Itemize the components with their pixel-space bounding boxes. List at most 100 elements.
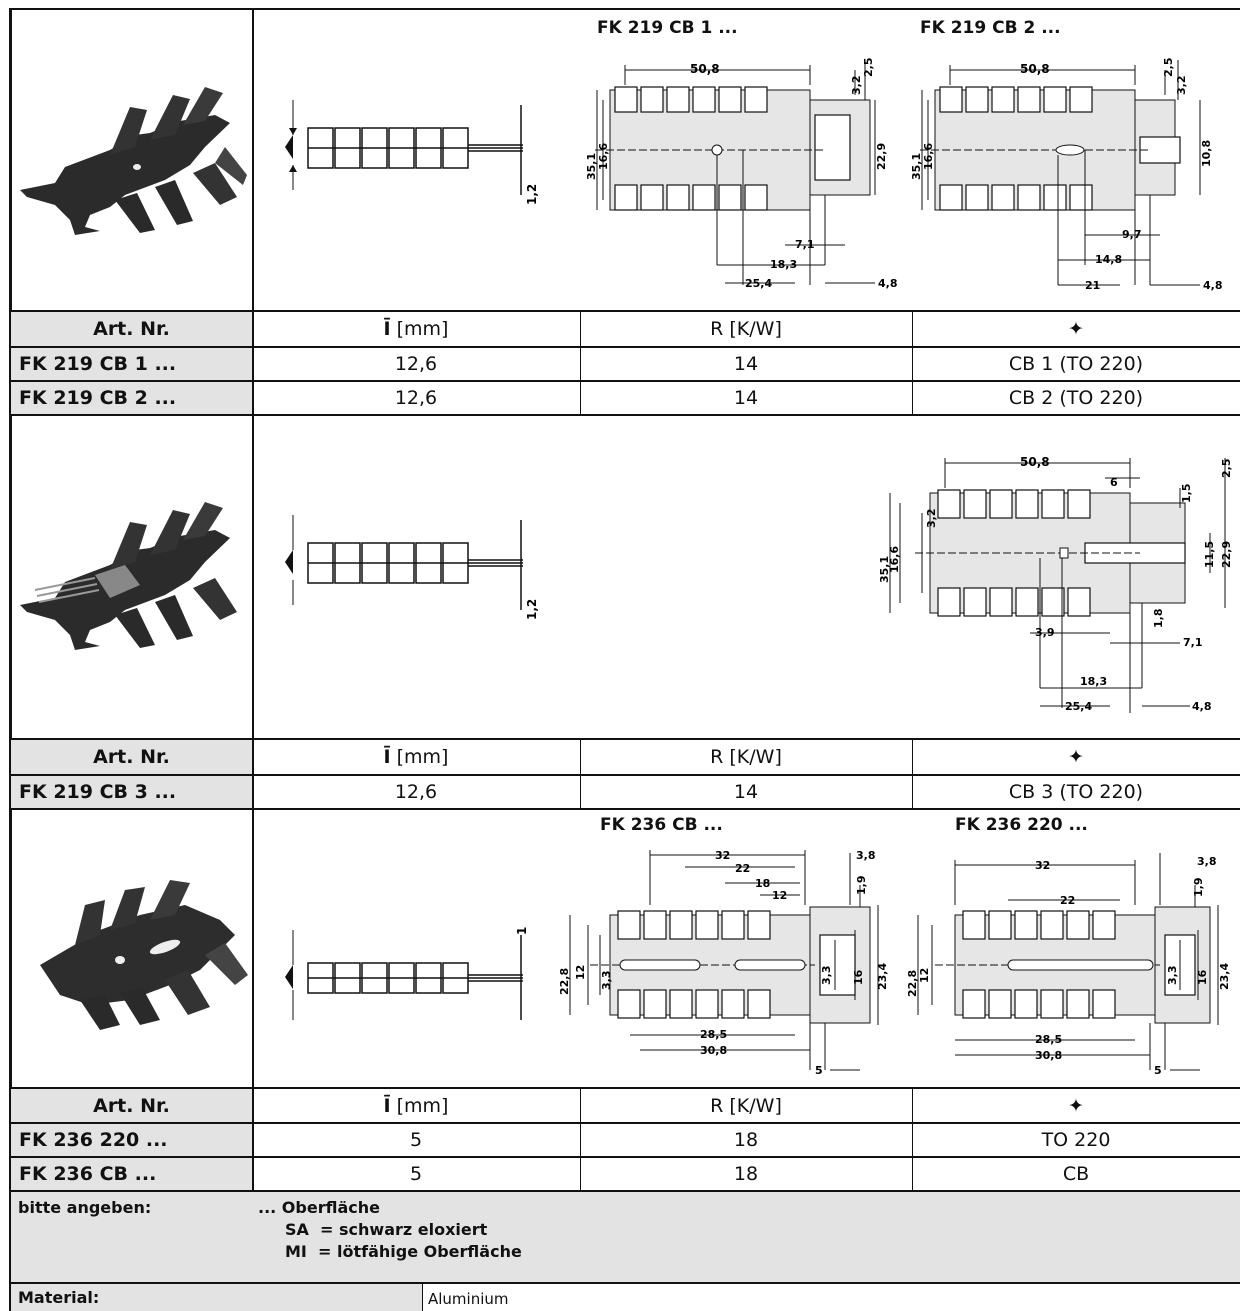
material-value: Aluminium (428, 1290, 509, 1308)
height-icon: Ī (383, 318, 391, 340)
svg-text:6: 6 (1110, 476, 1118, 489)
svg-text:5: 5 (1154, 1064, 1162, 1077)
svg-text:12: 12 (918, 968, 931, 983)
rule (9, 1156, 1240, 1158)
order-info-panel (11, 1192, 1240, 1282)
row-art-nr: FK 219 CB 2 ... (19, 387, 177, 409)
divider (252, 8, 254, 310)
divider (912, 312, 913, 414)
svg-text:3,8: 3,8 (1197, 855, 1217, 868)
svg-text:1,9: 1,9 (1192, 878, 1205, 898)
row-rth: 14 (733, 387, 759, 409)
row-art-nr: FK 219 CB 1 ... (19, 353, 177, 375)
svg-text:22,9: 22,9 (875, 143, 888, 170)
svg-text:4,8: 4,8 (1192, 700, 1212, 713)
svg-text:28,5: 28,5 (1035, 1033, 1062, 1046)
divider (252, 740, 254, 808)
divider (580, 1089, 581, 1190)
svg-text:3,3: 3,3 (820, 966, 833, 986)
row-rth: 14 (733, 781, 759, 803)
top-view-fk219cb3: 50,8 6 1,5 2,5 3,2 35,1 16,6 11,5 22,9 1… (878, 455, 1233, 713)
specify-label: bitte angeben: (18, 1198, 152, 1217)
svg-text:50,8: 50,8 (1020, 62, 1050, 76)
row-art-nr: FK 236 CB ... (19, 1163, 157, 1185)
height-icon: Ī (383, 1094, 391, 1117)
svg-text:4,8: 4,8 (878, 277, 898, 290)
svg-text:22,8: 22,8 (906, 970, 919, 997)
rule (9, 1282, 1240, 1284)
top-view-fk219cb1: 50,8 3,2 2,5 35,1 16,6 22,9 7,1 18,3 25,… (585, 58, 898, 291)
row-rth: 14 (733, 353, 759, 375)
rule (9, 738, 1240, 740)
row-art-nr: FK 219 CB 3 ... (19, 781, 177, 803)
svg-text:1,5: 1,5 (1180, 484, 1193, 504)
svg-text:14,8: 14,8 (1095, 253, 1122, 266)
header-art-nr: Art. Nr. (93, 746, 170, 768)
top-view-fk236220: 32 22 3,8 1,9 22,8 12 3,3 16 23,4 28,5 3… (906, 853, 1231, 1077)
heatsink-photo-2 (20, 502, 237, 650)
svg-text:35,1: 35,1 (585, 153, 598, 180)
svg-text:16: 16 (1196, 969, 1209, 985)
svg-text:23,4: 23,4 (876, 963, 889, 990)
svg-text:3,8: 3,8 (856, 849, 876, 862)
material-label: Material: (18, 1288, 100, 1307)
side-view-3: 1 (285, 927, 529, 1020)
svg-text:16,6: 16,6 (888, 546, 901, 573)
rule (9, 346, 1240, 348)
row-label-bg (11, 1158, 252, 1190)
svg-text:1,2: 1,2 (525, 184, 539, 205)
svg-text:18: 18 (755, 877, 770, 890)
rule (9, 774, 1240, 776)
svg-text:4,8: 4,8 (1203, 279, 1223, 292)
svg-text:22: 22 (735, 862, 750, 875)
row-label-bg (11, 776, 252, 808)
divider (252, 312, 254, 414)
svg-text:2,5: 2,5 (1162, 58, 1175, 78)
heatsink-photo-1 (20, 87, 247, 235)
svg-text:9,7: 9,7 (1122, 228, 1142, 241)
svg-text:25,4: 25,4 (1065, 700, 1092, 713)
svg-text:16,6: 16,6 (922, 143, 935, 170)
transistor-case-icon: ✦ (1068, 318, 1084, 340)
svg-text:16: 16 (852, 969, 865, 985)
divider (580, 740, 581, 808)
svg-text:22,8: 22,8 (558, 968, 571, 995)
surface-option-mi: MI = lötfähige Oberfläche (285, 1242, 522, 1261)
header-rth: R [K/W] (710, 318, 782, 340)
row-height: 12,6 (394, 387, 438, 409)
divider (912, 1089, 913, 1190)
row-case: CB 1 (TO 220) (1008, 353, 1144, 375)
heatsink-photo-3 (40, 880, 248, 1030)
row-label-bg (11, 348, 252, 380)
svg-text:2,5: 2,5 (1220, 459, 1233, 479)
svg-text:23,4: 23,4 (1218, 963, 1231, 990)
row-case: CB (1062, 1163, 1090, 1185)
surface-title: ... Oberfläche (258, 1198, 380, 1217)
svg-text:22,9: 22,9 (1220, 541, 1233, 568)
svg-text:18,3: 18,3 (770, 258, 797, 271)
drawing-title: FK 219 CB 1 ... (597, 18, 738, 38)
header-art-nr: Art. Nr. (93, 318, 170, 340)
drawing-title: FK 219 CB 2 ... (920, 18, 1061, 38)
svg-text:7,1: 7,1 (795, 238, 815, 251)
header-height: Ī[mm] (383, 1094, 449, 1117)
header-height: Ī[mm] (383, 746, 449, 768)
divider (252, 416, 254, 738)
divider (252, 1089, 254, 1190)
header-bg (11, 1089, 252, 1122)
rule (9, 808, 1240, 810)
header-art-nr: Art. Nr. (93, 1094, 170, 1117)
row-art-nr: FK 236 220 ... (19, 1129, 168, 1151)
svg-text:16,6: 16,6 (597, 143, 610, 170)
row-rth: 18 (733, 1129, 759, 1151)
row-case: CB 2 (TO 220) (1008, 387, 1144, 409)
svg-text:3,9: 3,9 (1035, 626, 1055, 639)
row-case: CB 3 (TO 220) (1008, 781, 1144, 803)
header-rth: R [K/W] (710, 1094, 782, 1117)
drawing-title: FK 236 220 ... (955, 815, 1088, 835)
svg-text:5: 5 (815, 1064, 823, 1077)
svg-text:25,4: 25,4 (745, 277, 772, 290)
svg-text:3,2: 3,2 (850, 76, 863, 96)
side-view-1: 1,2 (285, 100, 539, 205)
svg-text:30,8: 30,8 (700, 1044, 727, 1057)
